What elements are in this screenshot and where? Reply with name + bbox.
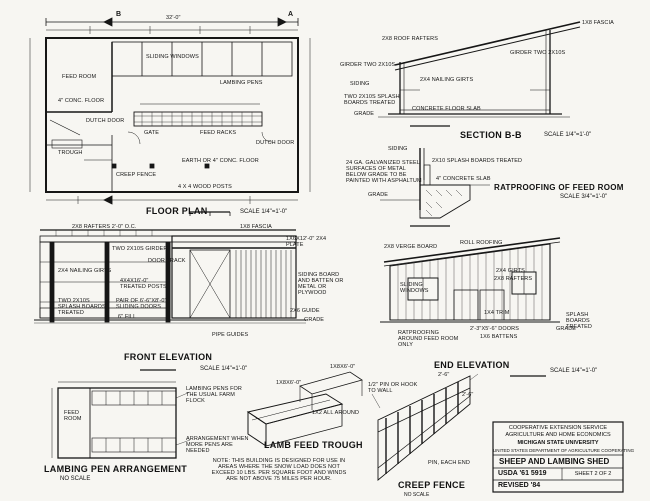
fp-dutch-door: DUTCH DOOR <box>86 118 125 124</box>
ratproofing-scale: SCALE 3/4"=1'-0" <box>560 194 608 200</box>
ee-splash-boards: SPLASH BOARDS TREATED <box>566 312 592 330</box>
fp-dutch-door-2: DUTCH DOOR <box>256 140 295 146</box>
bb-girder-left: GIRDER TWO 2x10s <box>340 62 396 68</box>
lamb-trough-drawing <box>246 371 363 447</box>
tb-line4: UNITED STATES DEPARTMENT OF AGRICULTURE … <box>493 448 635 453</box>
fe-door-track: DOOR TRACK <box>148 258 186 264</box>
lt-board-a: 1x8x6'-0" <box>276 380 302 386</box>
fe-fascia: 1x8 FASCIA <box>240 224 272 230</box>
fe-girder: TWO 2x10s GIRDER <box>112 246 168 252</box>
ee-verge-board: 2x8 VERGE BOARD <box>384 244 438 250</box>
rp-concrete-slab: 4" CONCRETE SLAB <box>436 176 491 182</box>
fp-gate: GATE <box>144 130 159 136</box>
section-mark-b: B <box>116 11 122 18</box>
ee-trim: 1x4 TRIM <box>484 310 510 316</box>
bb-grade: GRADE <box>354 111 375 117</box>
end-elevation-scale: SCALE 1/4"=1'-0" <box>550 368 598 374</box>
title-block-frame <box>492 421 624 493</box>
lp-more-pens: ARRANGEMENT WHEN MORE PENS ARE NEEDED <box>186 436 249 454</box>
ratproofing-title: RATPROOFING OF FEED ROOM <box>494 183 624 192</box>
fp-lambing-pens: LAMBING PENS <box>220 80 263 86</box>
revised-date: REVISED '84 <box>498 482 541 489</box>
fp-earth-floor: EARTH OR 4" CONC. FLOOR <box>182 158 259 164</box>
fp-wood-posts: 4 x 4 WOOD POSTS <box>178 184 232 190</box>
lp-usual-flock: LAMBING PENS FOR THE USUAL FARM FLOCK <box>186 386 242 404</box>
ee-grade: GRADE <box>556 326 577 332</box>
fe-guide: 2x6 GUIDE <box>290 308 320 314</box>
fe-splash-boards: TWO 2x10s SPLASH BOARDS TREATED <box>58 298 106 316</box>
fp-feed-room: FEED ROOM <box>62 74 97 80</box>
drawing-title: SHEEP AND LAMBING SHED <box>499 457 610 466</box>
ee-doors: 2'-3"x5'-6" DOORS <box>470 326 519 332</box>
design-note: NOTE: THIS BUILDING IS DESIGNED FOR USE … <box>211 458 347 482</box>
ratproofing-drawing <box>380 148 490 227</box>
overall-dimension: 32'-0" <box>166 15 181 21</box>
front-elevation-scale: SCALE 1/4"=1'-0" <box>200 366 248 372</box>
rp-siding: SIDING <box>388 146 408 152</box>
fe-fill: 6" FILL <box>118 314 137 320</box>
fe-pipe-guides: PIPE GUIDES <box>212 332 249 338</box>
fp-creep-fence: CREEP FENCE <box>116 172 157 178</box>
tb-line2: AGRICULTURE AND HOME ECONOMICS <box>505 432 611 438</box>
lt-board-b: 1x8x6'-0" <box>330 364 356 370</box>
ee-ratproofing: RATPROOFING AROUND FEED ROOM ONLY <box>398 330 459 348</box>
bb-fascia: 1x8 FASCIA <box>582 20 614 26</box>
ee-roll-roofing: ROLL ROOFING <box>460 240 503 246</box>
fe-nailing-girts: 2x4 NAILING GIRTS <box>58 268 112 274</box>
cf-dim-a: 2'-6" <box>438 372 450 378</box>
lambing-pen-scale: NO SCALE <box>60 476 91 482</box>
tb-line1: COOPERATIVE EXTENSION SERVICE <box>508 425 608 431</box>
end-elevation-title: END ELEVATION <box>434 360 510 370</box>
fp-conc-floor: 4" CONC. FLOOR <box>58 98 105 104</box>
bb-concrete-slab: CONCRETE FLOOR SLAB <box>412 106 481 112</box>
section-mark-a: A <box>288 11 294 18</box>
section-bb-drawing <box>378 21 581 127</box>
end-elevation-drawing <box>380 237 561 377</box>
creep-fence-title: CREEP FENCE <box>398 480 466 490</box>
floor-plan-scale: SCALE 1/4"=1'-0" <box>240 209 288 215</box>
cf-dim-b: 2'-6" <box>462 392 474 398</box>
bb-roof-rafters: 2x8 ROOF RAFTERS <box>382 36 438 42</box>
section-bb-title: SECTION B-B <box>460 130 522 140</box>
creep-fence-drawing <box>371 373 479 481</box>
fe-rafters: 2x8 RAFTERS 2'-0" O.C. <box>72 224 137 230</box>
cf-pin: PIN, EACH END <box>428 460 470 466</box>
lambing-pen-title: LAMBING PEN ARRANGEMENT <box>44 464 188 474</box>
front-elevation-title: FRONT ELEVATION <box>124 352 213 362</box>
ee-girts: 2x4 GIRTS <box>496 268 525 274</box>
creep-fence-scale: NO SCALE <box>404 492 430 498</box>
plan-number: USDA '61 5919 <box>498 470 547 477</box>
section-bb-scale: SCALE 1/4"=1'-0" <box>544 132 592 138</box>
fp-sliding-windows: SLIDING WINDOWS <box>146 54 199 60</box>
rp-grade: GRADE <box>368 192 389 198</box>
floor-plan-drawing <box>29 17 311 216</box>
fe-sliding-doors: PAIR OF 6'-6"x8'-0" SLIDING DOORS <box>116 298 167 310</box>
fe-plate: 1x6x12'-0" 2x4 PLATE <box>286 236 327 248</box>
fe-siding-note: SIDING BOARD AND BATTEN OR METAL OR PLYW… <box>298 272 344 296</box>
fe-grade: GRADE <box>304 317 325 323</box>
lp-feed-room: FEED ROOM <box>64 410 82 422</box>
sheet-number: SHEET 2 OF 2 <box>574 471 612 477</box>
bb-girder-right: GIRDER TWO 2x10s <box>510 50 566 56</box>
ee-rafters: 2x8 RAFTERS <box>494 276 533 282</box>
bb-splash-boards: TWO 2x10s SPLASH BOARDS TREATED <box>344 94 400 106</box>
fp-trough: TROUGH <box>58 150 83 156</box>
lamb-trough-title: LAMB FEED TROUGH <box>264 440 363 450</box>
ee-sliding-windows: SLIDING WINDOWS <box>400 282 429 294</box>
fe-posts: 4x4x16'-0" TREATED POSTS <box>120 278 167 290</box>
lt-board-c: 1x2 ALL AROUND <box>312 410 360 416</box>
floor-plan-title: FLOOR PLAN <box>146 206 208 216</box>
ee-battens: 1x6 BATTENS <box>480 334 518 340</box>
cf-hook: 1/2" PIN OR HOOK TO WALL <box>368 382 418 394</box>
lambing-pen-drawing <box>51 381 191 459</box>
bb-nailing-girts: 2x4 NAILING GIRTS <box>420 77 474 83</box>
rp-splash-boards: 2x10 SPLASH BOARDS TREATED <box>432 158 523 164</box>
bb-siding: SIDING <box>350 81 370 87</box>
front-elevation-drawing <box>34 229 306 371</box>
fp-feed-racks: FEED RACKS <box>200 130 237 136</box>
rp-steel: 24 GA. GALVANIZED STEEL SURFACES OF META… <box>346 160 422 184</box>
tb-line3: MICHIGAN STATE UNIVERSITY <box>517 440 599 446</box>
